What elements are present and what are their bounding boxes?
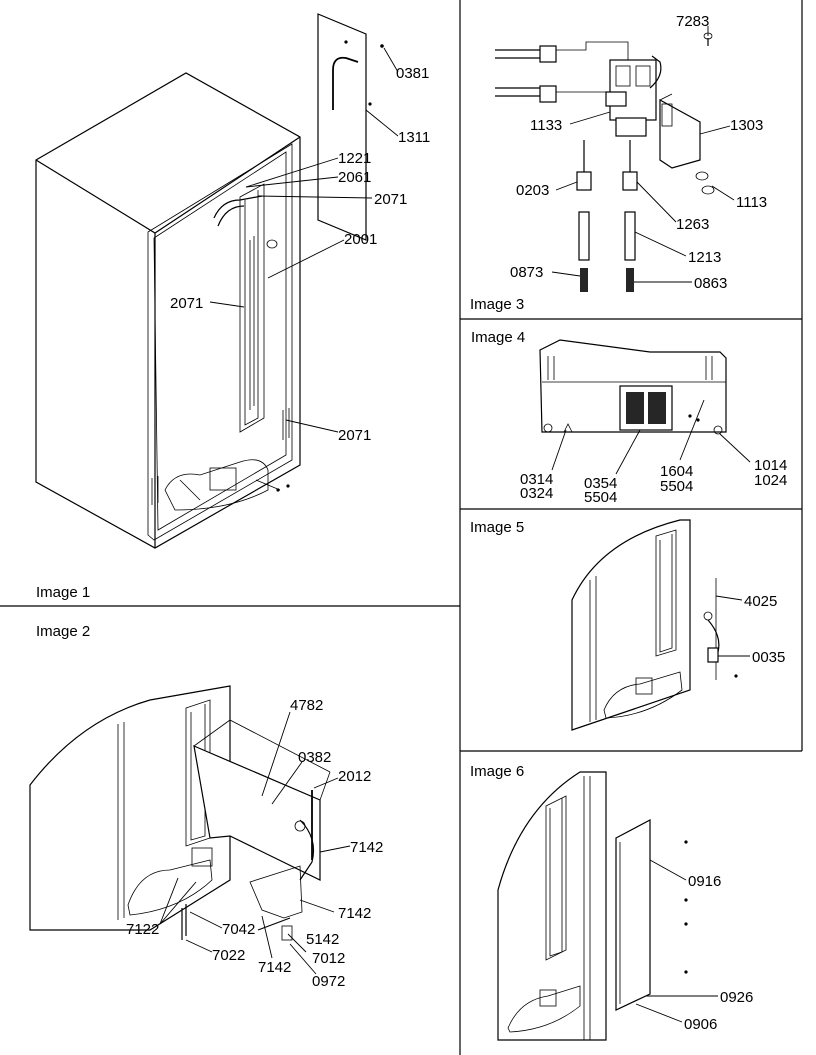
lower-machine-compartment-drawing [29,685,331,941]
bottom-grille-drawing [539,339,727,435]
callout: 1024 [754,472,787,489]
panel-title: Image 5 [470,519,524,536]
callout: 1014 [754,457,787,474]
callout: 1604 [660,463,693,480]
image-6-panel: Image 6 0916 0926 0906 [470,763,753,1041]
image-4-panel: Image 4 0314 0324 0354 5504 1604 5504 10… [471,329,787,506]
callout: 7022 [212,947,245,964]
callout: 0314 [520,471,553,488]
callout: 7142 [350,839,383,856]
callout: 7142 [338,905,371,922]
cabinet-rear-corner-drawing [571,519,738,731]
callout: 7142 [258,959,291,976]
callout: 2071 [374,191,407,208]
callout: 7012 [312,950,345,967]
callout: 5504 [660,478,693,495]
panel-title: Image 1 [36,584,90,601]
callout: 2071 [338,427,371,444]
callout: 2071 [170,295,203,312]
image-5-panel: Image 5 4025 0035 [470,519,785,731]
callout: 5142 [306,931,339,948]
callout: 0324 [520,485,553,502]
panel-title: Image 4 [471,329,525,346]
panel-title: Image 6 [470,763,524,780]
callout: 0916 [688,873,721,890]
callout: 7283 [676,13,709,30]
callout: 0381 [396,65,429,82]
callout: 0203 [516,182,549,199]
callout: 7042 [222,921,255,938]
callout: 2061 [338,169,371,186]
callout: 2001 [344,231,377,248]
callout: 0926 [720,989,753,1006]
panel-title: Image 3 [470,296,524,313]
callout: 1213 [688,249,721,266]
callout: 7122 [126,921,159,938]
callout: 1303 [730,117,763,134]
callout: 0906 [684,1016,717,1033]
cabinet-back-with-cover-drawing [497,771,688,1041]
callout: 0863 [694,275,727,292]
callout: 1133 [530,117,562,134]
callout: 0382 [298,749,331,766]
callout: 1221 [338,150,371,167]
callout: 1311 [398,129,430,146]
callout: 0035 [752,649,785,666]
refrigerator-cabinet-drawing [35,72,301,549]
callout: 0873 [510,264,543,281]
callout: 1113 [736,194,767,211]
callout: 4782 [290,697,323,714]
image-1-panel: 0381 1311 1221 2061 2071 2001 2071 2071 … [35,13,430,601]
rear-cover-panel-drawing [317,13,384,241]
image-2-panel: Image 2 [29,623,383,990]
callout: 2012 [338,768,371,785]
callout: 5504 [584,489,617,506]
callout: 1263 [676,216,709,233]
water-valve-assembly-drawing [495,32,715,292]
callout: 0972 [312,973,345,990]
callout: 4025 [744,593,777,610]
panel-title: Image 2 [36,623,90,640]
image-3-panel: 7283 1133 1303 0203 1113 1263 1213 0873 … [470,13,767,313]
callout: 0354 [584,475,617,492]
